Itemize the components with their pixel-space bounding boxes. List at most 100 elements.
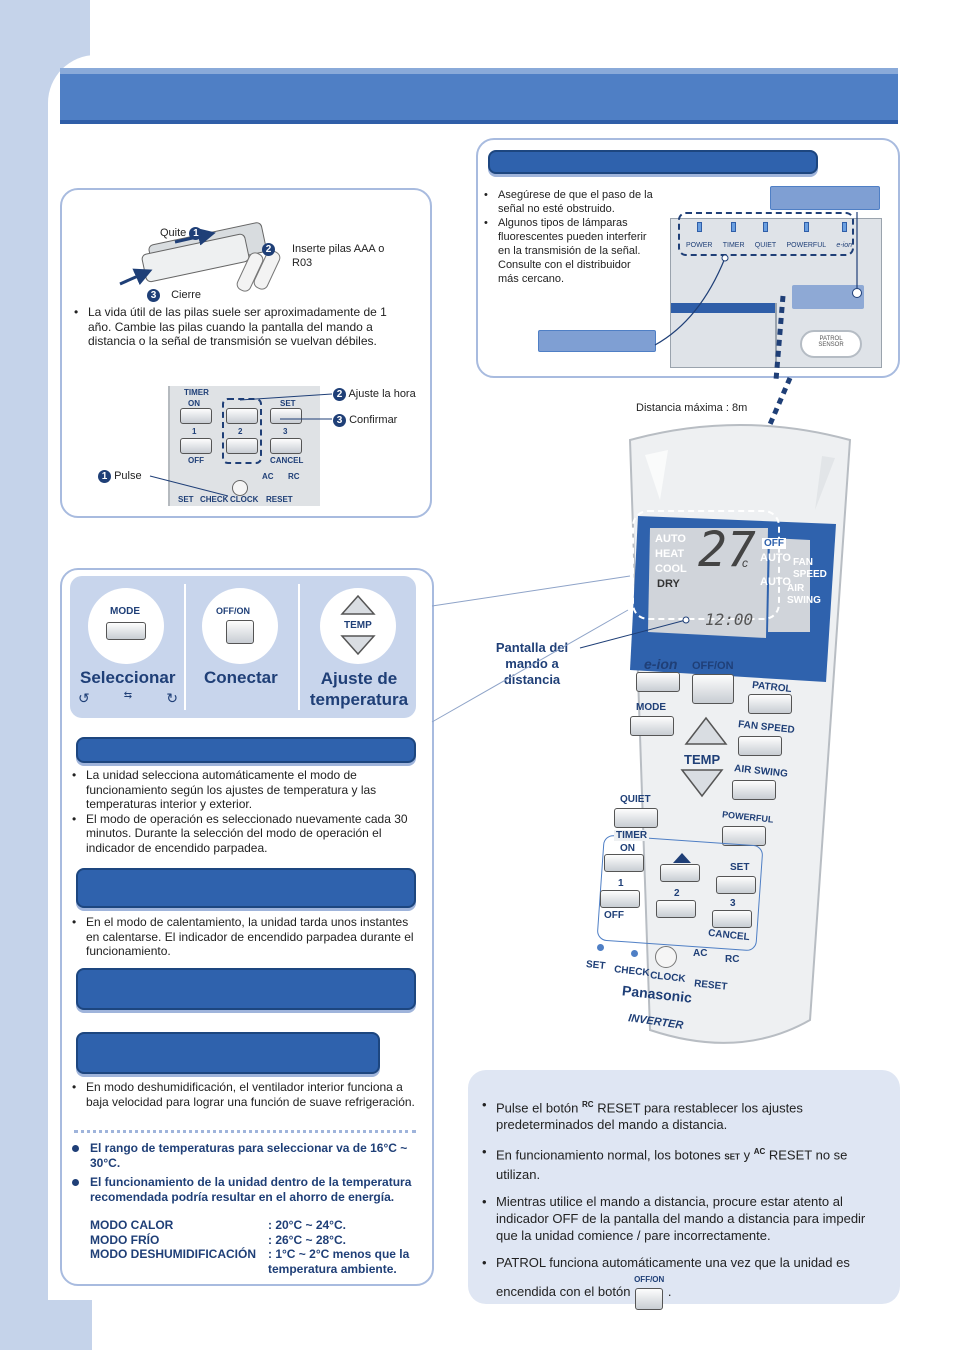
remote-lcd-dashed-box [632,510,780,620]
remote-ac-label: AC [693,948,708,959]
remote-timer-up-icon [673,853,691,863]
select-label: Seleccionar [80,668,176,687]
note-patrol-text: PATROL funciona automáticamente una vez … [496,1254,850,1299]
receiver-dot [852,288,862,298]
step-number-1: 1 [98,470,111,483]
patrol-sensor-box: PATROL SENSOR [800,330,862,358]
battery-step-3: 3 Cierre [147,288,201,302]
mini-set-label: SET [280,399,296,408]
remote-timer-off-button[interactable] [600,890,640,908]
mini-ac-label: AC [262,472,274,481]
remote-powerful-button[interactable] [722,826,766,846]
note-unused-buttons: En funcionamiento normal, los botones SE… [482,1143,888,1182]
remote-patrol-button[interactable] [748,694,792,714]
title-bar [60,68,898,124]
remote-mode-button[interactable] [630,716,674,736]
remote-temp-down-icon[interactable] [680,768,724,798]
clock-step-3: 3 Confirmar [333,413,397,427]
remote-air-swing-label: AIR SWING [787,583,821,606]
remote-timer-on-button[interactable] [604,854,644,872]
remote-cancel-button[interactable] [712,910,752,928]
remote-timer-label: TIMER [614,830,650,841]
step-number-2: 2 [262,243,275,256]
heat-notes: En el modo de calentamiento, la unidad t… [72,915,417,959]
offon-icon-key [635,1287,664,1310]
mini-down-button[interactable] [226,438,258,454]
temp-range-text: El rango de temperaturas para selecciona… [90,1141,408,1170]
remote-mode-cool: COOL [655,563,687,575]
temp-range-note: El rango de temperaturas para selecciona… [70,1141,415,1170]
remote-timer-down-button[interactable] [656,900,696,918]
remote-fanspeed-button[interactable] [738,736,782,756]
offon-button[interactable] [226,620,254,644]
remote-check-dot [631,950,638,957]
battery-step-1: Quite 1 [160,226,203,240]
bottom-tab [48,1300,92,1350]
remote-quiet-button[interactable] [614,808,658,828]
remote-time-readout: 12:00 [705,610,754,629]
remote-rc-label: RC [725,954,740,965]
dotted-separator [74,1130,416,1133]
remote-mode-auto: AUTO [655,533,686,545]
receiver-label-box [770,186,880,210]
temp-up-icon[interactable] [340,594,376,616]
temp-row-dry: MODO DESHUMIDIFICACIÓN: 1°C ~ 2°C menos … [90,1247,410,1276]
rc-icon: RC [582,1100,594,1109]
remote-3-label: 3 [730,898,736,909]
mini-2-label: 2 [238,427,243,436]
indicator-eion: e-ion [836,222,852,252]
indicator-dashed-box [678,212,854,256]
step-number-3: 3 [147,289,160,302]
mini-clock-label: CLOCK [230,495,259,504]
remote-display-label: Pantalla del mando a distancia [495,640,569,687]
mini-cancel-button[interactable] [270,438,302,454]
auto-notes: La unidad selecciona automáticamente el … [72,768,417,855]
note-patrol: PATROL funciona automáticamente una vez … [482,1254,888,1314]
note-off-indicator: Mientras utilice el mando a distancia, p… [482,1193,888,1244]
mini-set-button[interactable] [270,408,302,424]
remote-eion-button[interactable] [636,672,680,692]
note-reset-text-a: Pulse el botón [496,1100,579,1116]
temp-adjust-label: Ajuste de temperatura [309,669,409,709]
battery-note-item: La vida útil de las pilas suele ser apro… [74,305,409,349]
patrol-label: PATROL [819,336,843,342]
unit-divider [775,303,777,367]
signal-header [488,150,818,174]
mini-timer-on-button[interactable] [180,408,212,424]
remote-offon-button[interactable] [692,674,734,704]
remote-offon-label: OFF/ON [692,660,734,672]
sensor-label: SENSOR [818,342,844,348]
mode-button[interactable] [106,622,146,640]
remote-set-button[interactable] [716,876,756,894]
mini-timer-label: TIMER [184,388,209,397]
remote-timer-up-button[interactable] [660,864,700,882]
mini-clock-button[interactable] [232,480,248,496]
remote-set-dot [597,944,604,951]
cycle-swap-arrows-icon: ⇆ [123,690,133,701]
mini-up-button[interactable] [226,408,258,424]
temp-row-heat: MODO CALOR: 20°C ~ 24°C. [90,1218,346,1232]
remote-airswing-button[interactable] [732,780,776,800]
mini-set-small: SET [178,495,194,504]
mini-dashed-box [222,398,262,464]
clock-step-1-label: Pulse [114,470,142,482]
modes-button-box: MODE OFF/ON TEMP Seleccionar ↺ ⇆ ↻ Conec… [70,576,416,718]
mode-cycle-arrows: ↺ ⇆ ↻ [78,690,178,712]
remote-clock-button[interactable] [655,946,677,968]
temp-key-label: TEMP [344,620,372,631]
temp-recommend-note: El funcionamiento de la unidad dentro de… [70,1175,415,1204]
auto-header [76,737,416,763]
remote-temp-label: TEMP [684,752,721,767]
mini-timer-off-button[interactable] [180,438,212,454]
temp-down-icon[interactable] [340,634,376,656]
remote-set-small-label: SET [585,959,606,972]
clock-step-2: 2 Ajuste la hora [333,387,416,401]
step-number-3: 3 [333,414,346,427]
remote-temp-up-icon[interactable] [684,716,728,746]
indicator-timer: TIMER [723,222,745,252]
mini-check-label: CHECK [200,495,229,504]
mini-3-label: 3 [283,427,288,436]
bullet-dot-icon [72,1179,79,1186]
